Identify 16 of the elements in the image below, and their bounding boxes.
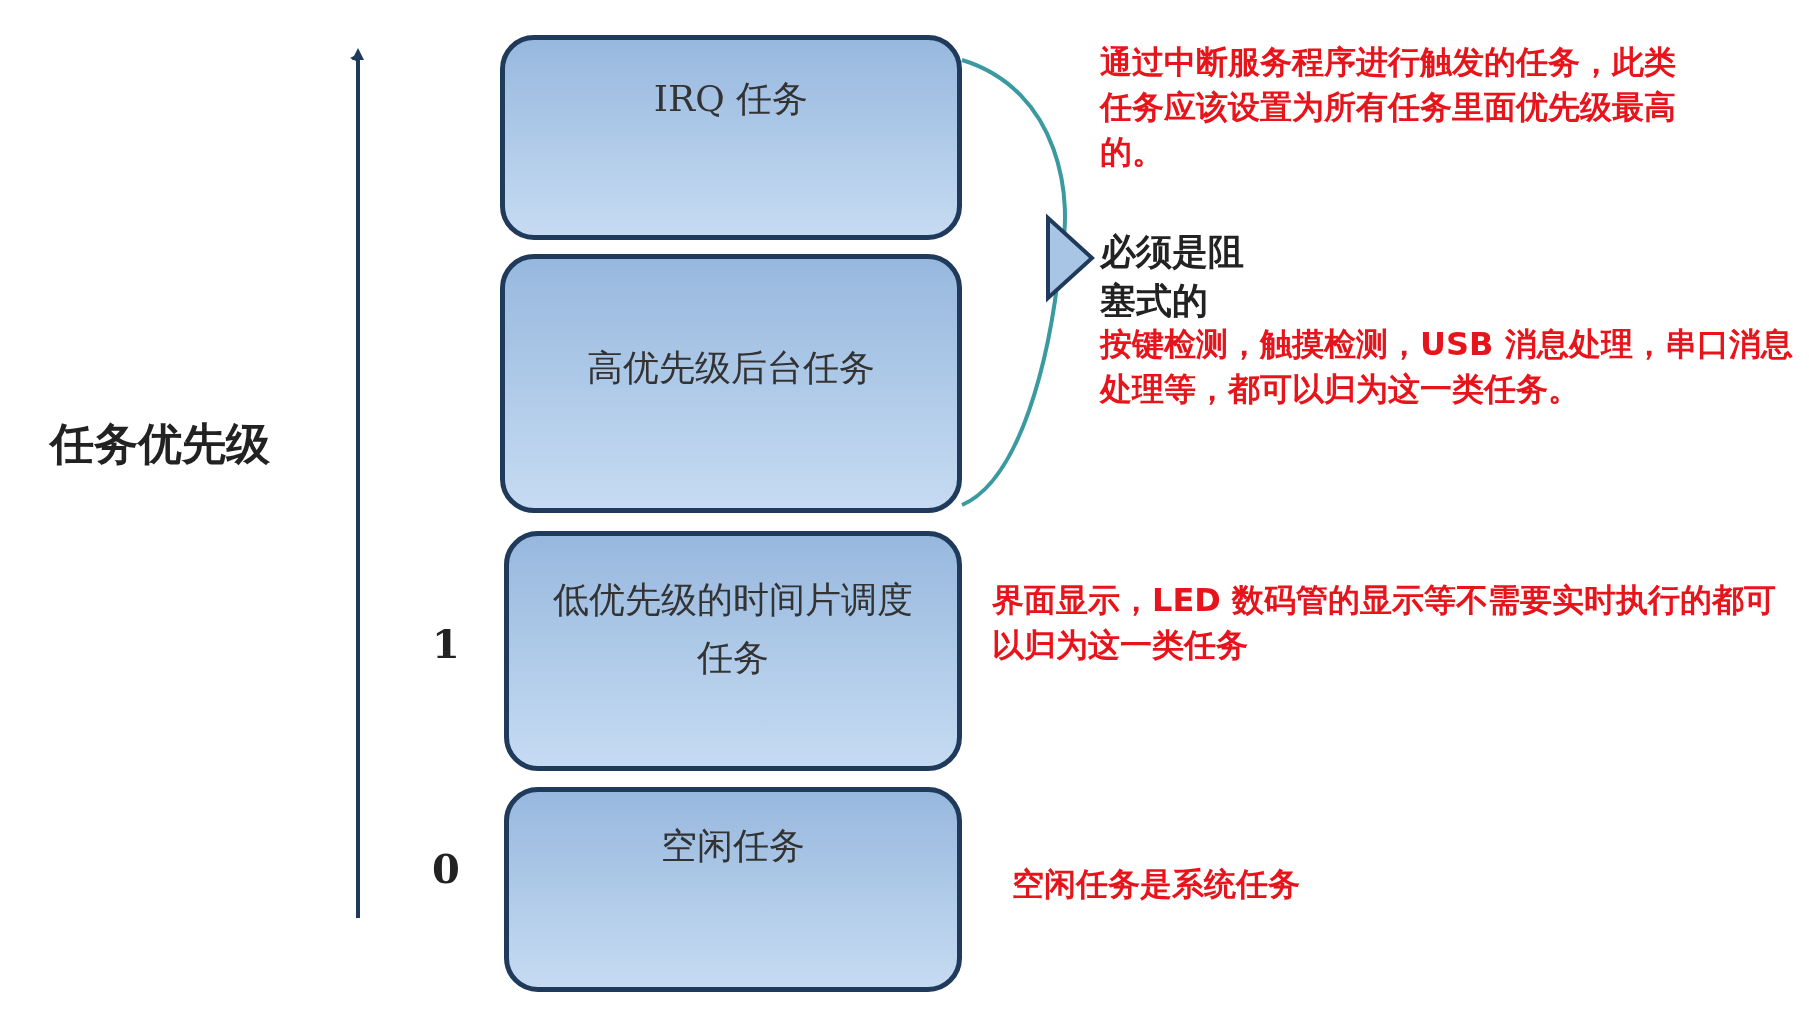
- axis-label: 任务优先级: [50, 417, 271, 471]
- annotation-text: 按键检测，触摸检测，USB 消息处理，串口消息处理等，都可以归为这一类任务。: [1100, 324, 1794, 410]
- task-box: [504, 787, 962, 992]
- note-text: 必须是阻塞式的: [1100, 230, 1245, 323]
- task-box: [500, 35, 962, 240]
- task-label: IRQ 任务: [652, 77, 810, 121]
- priority-number: 1: [432, 620, 461, 667]
- annotation-text: 界面显示，LED 数码管的显示等不需要实时执行的都可以归为这一类任务: [992, 580, 1777, 666]
- priority-number: 0: [432, 845, 461, 892]
- task-label: 低优先级的时间片调度任务: [552, 578, 914, 680]
- task-label: 空闲任务: [660, 824, 806, 868]
- annotation-text: 空闲任务是系统任务: [1012, 864, 1301, 905]
- annotation-text: 通过中断服务程序进行触发的任务，此类任务应该设置为所有任务里面优先级最高的。: [1100, 42, 1677, 173]
- task-box: [500, 254, 962, 513]
- task-label: 高优先级后台任务: [586, 346, 876, 390]
- task-box: [504, 531, 962, 771]
